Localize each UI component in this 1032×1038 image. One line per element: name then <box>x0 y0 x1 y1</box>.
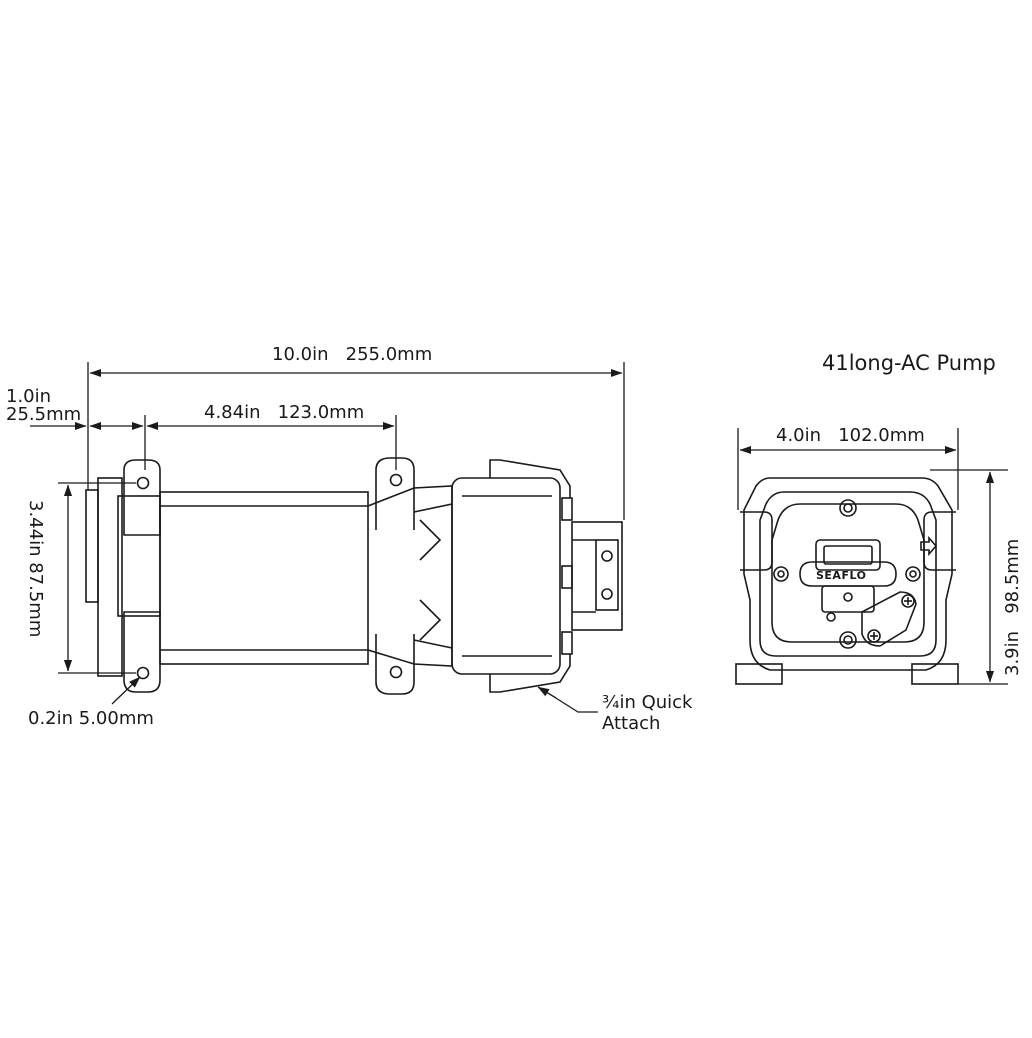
left-foot <box>735 663 783 685</box>
side-view <box>85 457 623 695</box>
pump-head <box>451 477 561 675</box>
motor-end-cap <box>85 489 99 603</box>
end-height-label: 3.9in 98.5mm <box>1002 539 1023 676</box>
right-mount-bracket <box>375 457 415 530</box>
outlet-block <box>571 521 623 631</box>
drawing-title: 41long-AC Pump <box>822 351 996 375</box>
left-mount-bracket <box>123 459 161 536</box>
mount-offset-inch-label: 1.0in <box>6 386 51 407</box>
mount-height-label: 3.44in 87.5mm <box>25 500 46 637</box>
switch-cover <box>815 539 881 571</box>
mount-spacing-label: 4.84in 123.0mm <box>204 402 364 423</box>
mount-offset-mm-label: 25.5mm <box>6 404 81 425</box>
end-view-dimensions <box>737 428 1008 685</box>
hole-diameter-label: 0.2in 5.00mm <box>28 708 154 729</box>
end-view <box>735 477 959 685</box>
quick-attach-label-line1: ¾in Quick <box>602 692 693 713</box>
side-view-dimensions <box>30 362 625 713</box>
mount-hole-top <box>136 476 150 490</box>
overall-length-label: 10.0in 255.0mm <box>272 344 432 365</box>
flow-arrow-icon <box>920 535 938 557</box>
right-foot <box>911 663 959 685</box>
motor-body <box>159 491 369 665</box>
brand-logo: SEAFLO <box>816 569 866 582</box>
mount-hole-bottom <box>136 666 150 680</box>
end-view-housing <box>743 477 953 671</box>
terminal-plate <box>861 591 917 647</box>
quick-attach-label-line2: Attach <box>602 713 660 734</box>
end-width-label: 4.0in 102.0mm <box>776 425 925 446</box>
